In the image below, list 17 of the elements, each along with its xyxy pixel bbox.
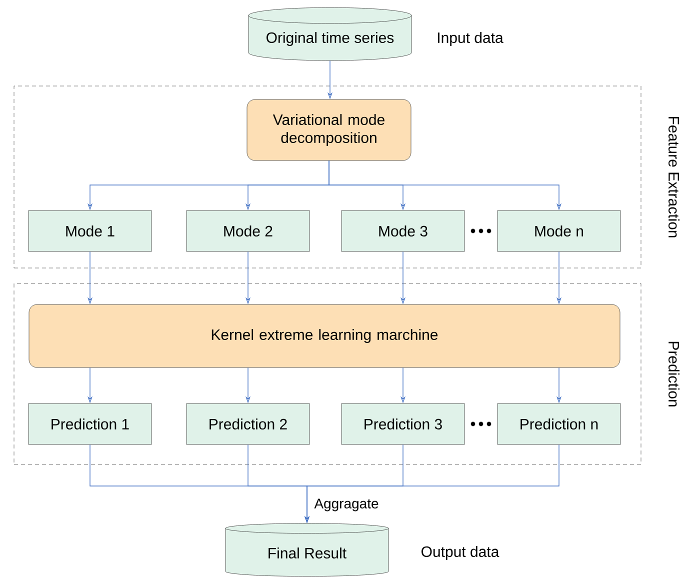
process-box: Variational mode decomposition — [246, 99, 412, 161]
database-cylinder: Final Result — [225, 523, 389, 577]
process-box: Mode 3 — [341, 210, 465, 252]
edge-label: Aggragate — [313, 498, 380, 512]
region-heading: Prediction — [668, 342, 680, 406]
process-box: Prediction 1 — [28, 403, 152, 445]
side-label: Input data — [438, 32, 504, 46]
database-cylinder: Original time series — [248, 7, 412, 61]
process-box: Mode n — [497, 210, 621, 252]
process-box: Mode 1 — [28, 210, 152, 252]
process-box: Kernel extreme learning marchine — [28, 304, 620, 368]
process-box: Mode 2 — [186, 210, 310, 252]
process-box: Prediction n — [497, 403, 621, 445]
process-box: Prediction 3 — [341, 403, 465, 445]
region-heading: Feature Extraction — [668, 116, 680, 238]
side-label: Output data — [422, 546, 500, 560]
process-box: Prediction 2 — [186, 403, 310, 445]
